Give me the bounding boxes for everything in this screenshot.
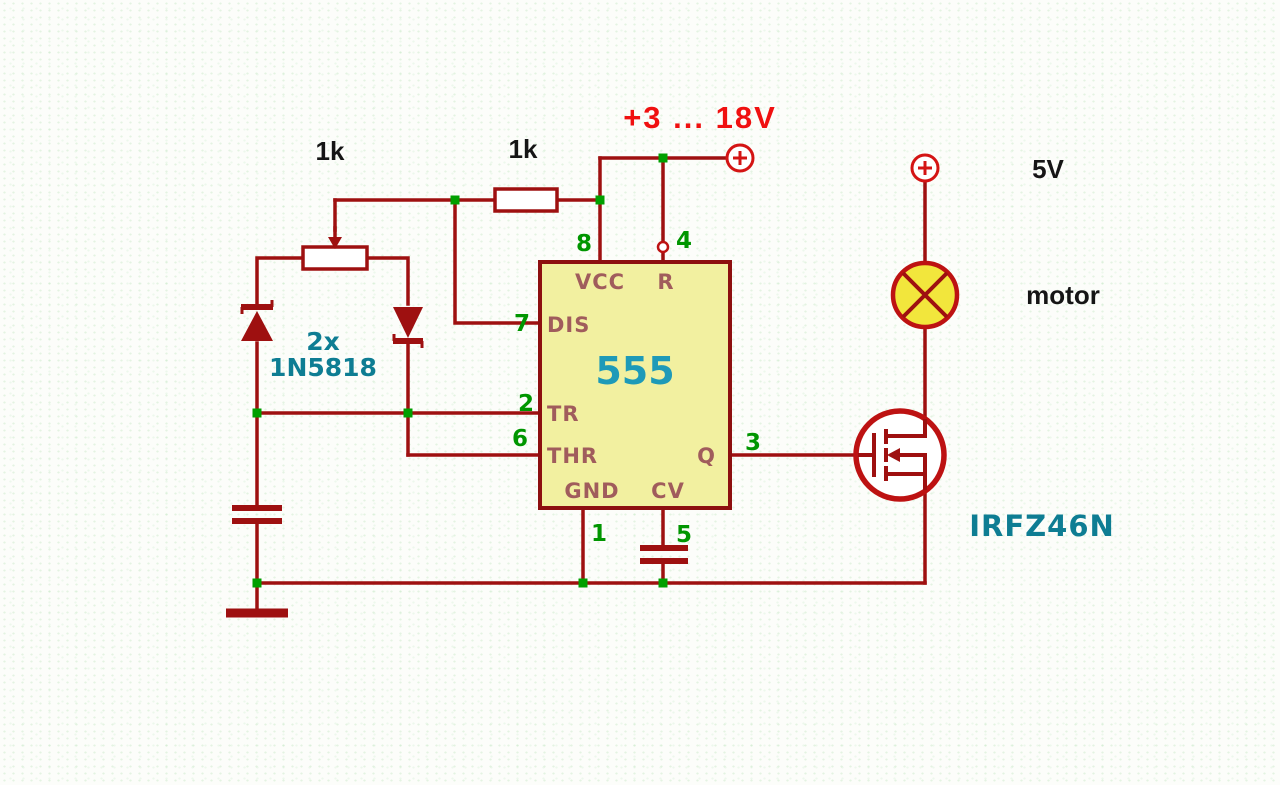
plus-cross-icon-2: [918, 161, 932, 175]
pin-name-thr: THR: [547, 444, 598, 468]
mosfet: [853, 408, 947, 502]
mosfet-part-label: IRFZ46N: [969, 509, 1115, 543]
pin-number-3: 3: [745, 430, 761, 456]
junction-dot: [595, 195, 605, 205]
wire-pot-left-lead: [255, 256, 305, 306]
pin-name-r: R: [657, 270, 674, 294]
motor-supply-label: 5V: [1032, 154, 1064, 184]
schottky-diode-2: [392, 307, 424, 348]
motor: [890, 260, 960, 330]
pin-number-2: 2: [518, 391, 534, 417]
pot-value-label: 1k: [316, 136, 345, 166]
pin-name-gnd: GND: [564, 479, 619, 503]
junction-dot: [403, 408, 413, 418]
pin-name-dis: DIS: [547, 313, 590, 337]
pin-number-1: 1: [591, 521, 607, 547]
ic-555-body: [538, 260, 732, 510]
diode2-schottky-hooks: [392, 334, 424, 348]
diode1-triangle: [241, 311, 273, 341]
ic-555-label: 555: [595, 349, 674, 393]
wire-pin7-dis: [453, 198, 542, 325]
supply-voltage-label: +3 ... 18V: [623, 100, 777, 135]
mosfet-drain-path: [886, 419, 927, 438]
wires: [255, 156, 927, 610]
resistor-body: [493, 187, 559, 213]
potentiometer-wiper-arrow: [328, 237, 342, 249]
main-supply-symbol: [725, 143, 755, 173]
potentiometer: [301, 226, 369, 271]
resistor-value-label: 1k: [509, 134, 538, 164]
ic-555: 555 VCC R DIS TR THR Q GND CV: [538, 260, 732, 510]
mosfet-body-arrow: [887, 448, 900, 462]
diode-part-label: 1N5818: [269, 353, 377, 382]
junction-dot: [252, 578, 262, 588]
pin-name-tr: TR: [547, 402, 580, 426]
pin-number-6: 6: [512, 426, 528, 452]
potentiometer-body: [301, 245, 369, 271]
motor-label: motor: [1026, 280, 1100, 310]
pin-numbers: 8 4 7 2 6 3 1 5: [512, 228, 761, 548]
junction-dots: [252, 153, 668, 588]
pin-name-vcc: VCC: [575, 270, 625, 294]
pin4-inversion-bubble: [656, 240, 670, 254]
junction-dot: [252, 408, 262, 418]
cv-capacitor: [640, 545, 688, 564]
schottky-diode-1: [240, 300, 274, 341]
motor-x-icon: [901, 271, 949, 319]
wire-pot-right-lead: [365, 256, 410, 306]
mosfet-body-tap: [896, 453, 927, 474]
pin-name-q: Q: [697, 444, 716, 468]
diode-qty-label: 2x: [306, 327, 340, 356]
diode1-schottky-hooks: [240, 300, 274, 314]
pin-number-8: 8: [576, 231, 592, 257]
labels: +3 ... 18V 1k 1k 5V motor 2x 1N5818 IRFZ…: [269, 100, 1115, 543]
pin-number-7: 7: [514, 311, 530, 337]
plus-cross-icon: [733, 151, 747, 165]
diode2-triangle: [393, 307, 423, 338]
timing-capacitor: [232, 505, 282, 524]
junction-dot: [658, 578, 668, 588]
pin-number-5: 5: [676, 522, 692, 548]
junction-dot: [578, 578, 588, 588]
pin-number-4: 4: [676, 228, 692, 254]
pin-name-cv: CV: [651, 479, 685, 503]
motor-supply-symbol: [910, 153, 940, 183]
junction-dot: [450, 195, 460, 205]
junction-dot: [658, 153, 668, 163]
